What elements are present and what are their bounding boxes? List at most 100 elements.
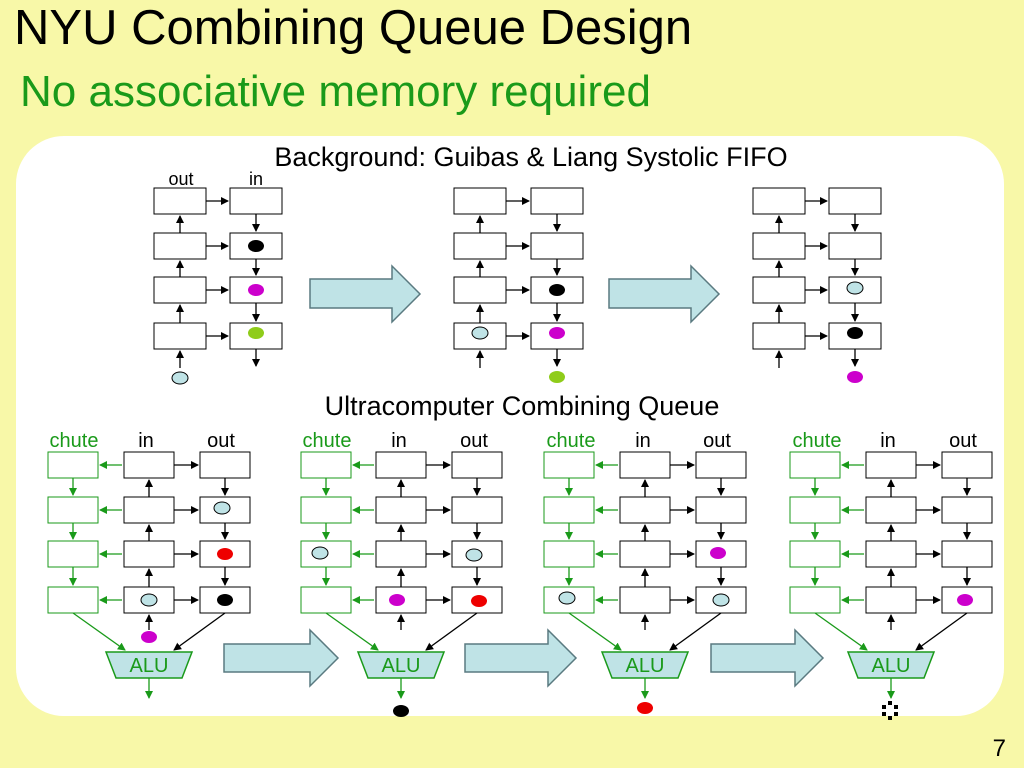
in-label: in — [880, 430, 896, 452]
page-number: 7 — [992, 735, 1006, 762]
combining-heading: Ultracomputer Combining Queue — [325, 391, 720, 421]
out-register — [695, 451, 747, 479]
in-register — [865, 451, 917, 479]
chute-label: chute — [793, 430, 842, 452]
alu-label: ALU — [872, 655, 911, 677]
in-label: in — [635, 430, 651, 452]
fifo-out-register — [453, 276, 507, 304]
transition-arrow — [223, 628, 340, 688]
transition-arrow — [464, 628, 578, 688]
out-register — [199, 496, 251, 524]
chute-register — [543, 540, 595, 568]
in-label: in — [138, 430, 154, 452]
fifo-out-register — [752, 322, 806, 350]
token-green — [248, 327, 264, 339]
token-lightblue — [213, 501, 231, 515]
out-label: out — [207, 430, 235, 452]
token-lightblue — [471, 326, 489, 340]
token-black — [847, 327, 863, 339]
token-magenta — [248, 284, 264, 296]
slide-title: NYU Combining Queue Design — [14, 1, 693, 55]
chute-register — [789, 540, 841, 568]
fifo-out-register — [453, 232, 507, 260]
alu-label: ALU — [382, 655, 421, 677]
fifo-stage-3 — [752, 187, 882, 383]
combining-stage-2: chute in out — [300, 430, 503, 717]
alu-label: ALU — [626, 655, 665, 677]
in-label: in — [391, 430, 407, 452]
chute-register — [47, 540, 99, 568]
token-black — [393, 705, 409, 717]
alu-block — [356, 651, 446, 679]
fifo-out-register — [153, 322, 207, 350]
fifo-out-register — [453, 187, 507, 215]
token-magenta — [957, 594, 973, 606]
in-register — [123, 451, 175, 479]
transition-arrow — [309, 264, 422, 324]
token-lightblue — [712, 593, 730, 607]
token-lightblue — [846, 281, 864, 295]
token-green — [549, 371, 565, 383]
chute-register — [300, 451, 352, 479]
in-register — [375, 451, 427, 479]
in-register — [619, 496, 671, 524]
token-red — [637, 702, 653, 714]
fifo-out-register — [752, 232, 806, 260]
chute-label: chute — [547, 430, 596, 452]
token-red — [471, 595, 487, 607]
out-label: out — [703, 430, 731, 452]
out-register — [941, 540, 993, 568]
out-label: out — [949, 430, 977, 452]
fifo-in-label: in — [249, 169, 263, 189]
in-register — [619, 586, 671, 614]
in-register — [123, 496, 175, 524]
slide-subtitle: No associative memory required — [20, 67, 651, 116]
token-red — [217, 548, 233, 560]
combined-token-icon — [882, 701, 898, 720]
in-register — [375, 540, 427, 568]
out-register — [451, 451, 503, 479]
in-register — [619, 451, 671, 479]
token-black — [549, 284, 565, 296]
chute-label: chute — [303, 430, 352, 452]
in-register — [123, 540, 175, 568]
alu-block — [846, 651, 936, 679]
chute-register — [47, 451, 99, 479]
out-register — [451, 496, 503, 524]
token-black — [248, 240, 264, 252]
combining-stage-4: chute in out — [789, 430, 993, 720]
out-register — [941, 496, 993, 524]
chute-register — [543, 451, 595, 479]
fifo-out-label: out — [168, 169, 193, 189]
token-magenta — [847, 371, 863, 383]
fifo-stage-1 — [153, 187, 283, 385]
combining-stage-3: chute in out — [543, 430, 747, 714]
in-register — [865, 540, 917, 568]
fifo-out-register — [153, 187, 207, 215]
token-lightblue — [465, 548, 483, 562]
out-register — [695, 496, 747, 524]
fifo-in-register — [530, 187, 584, 215]
chute-register — [543, 496, 595, 524]
fifo-stage-2 — [453, 187, 584, 383]
fifo-in-register — [828, 187, 882, 215]
token-magenta — [549, 327, 565, 339]
in-register — [865, 586, 917, 614]
token-black — [217, 594, 233, 606]
token-lightblue — [558, 591, 576, 605]
transition-arrow — [608, 264, 721, 324]
out-label: out — [460, 430, 488, 452]
in-register — [865, 496, 917, 524]
token-magenta — [141, 631, 157, 643]
chute-label: chute — [50, 430, 99, 452]
fifo-out-register — [752, 276, 806, 304]
in-register — [375, 496, 427, 524]
alu-block — [104, 651, 194, 679]
fifo-out-register — [153, 232, 207, 260]
fifo-heading: Background: Guibas & Liang Systolic FIFO — [274, 142, 787, 172]
chute-register — [789, 451, 841, 479]
transition-arrow — [710, 628, 825, 688]
fifo-out-register — [752, 187, 806, 215]
fifo-out-register — [153, 276, 207, 304]
